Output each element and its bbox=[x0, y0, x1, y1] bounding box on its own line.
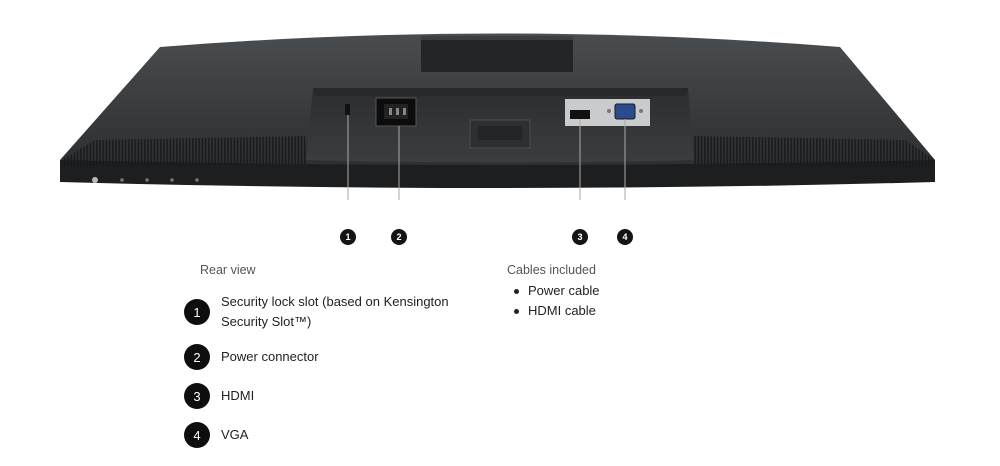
list-item: Power cable bbox=[514, 281, 600, 301]
list-item: HDMI cable bbox=[514, 301, 600, 321]
bullet-icon bbox=[514, 308, 519, 314]
legend-item-vga: 4 VGA bbox=[184, 422, 248, 448]
stand-mount-area bbox=[421, 36, 573, 72]
power-button bbox=[92, 177, 98, 183]
legend-item-power-connector: 2 Power connector bbox=[184, 344, 319, 370]
right-vent bbox=[694, 136, 935, 167]
vga-port bbox=[614, 103, 636, 120]
callout-2: 2 bbox=[391, 229, 407, 245]
legend-label-3: HDMI bbox=[221, 388, 255, 403]
legend-badge-1: 1 bbox=[184, 299, 210, 325]
legend-badge-3: 3 bbox=[184, 383, 210, 409]
security-lock-slot bbox=[345, 104, 350, 115]
hdmi-port bbox=[570, 110, 590, 119]
legend-label-1: Security lock slot (based on Kensington … bbox=[221, 294, 449, 329]
legend-badge-4: 4 bbox=[184, 422, 210, 448]
monitor-bottom-edge bbox=[60, 160, 935, 188]
callout-3: 3 bbox=[572, 229, 588, 245]
cables-list: Power cable HDMI cable bbox=[514, 281, 600, 321]
monitor-rear-illustration bbox=[60, 33, 935, 200]
rear-view-title: Rear view bbox=[200, 263, 256, 277]
bullet-icon bbox=[514, 288, 519, 294]
callout-1: 1 bbox=[340, 229, 356, 245]
cable-hdmi: HDMI cable bbox=[528, 303, 596, 318]
legend-label-4: VGA bbox=[221, 427, 249, 442]
legend-item-security-lock: 1 Security lock slot (based on Kensingto… bbox=[184, 292, 461, 332]
cable-power: Power cable bbox=[528, 283, 600, 298]
left-vent bbox=[62, 136, 306, 166]
legend-badge-2: 2 bbox=[184, 344, 210, 370]
legend-item-hdmi: 3 HDMI bbox=[184, 383, 254, 409]
legend-label-2: Power connector bbox=[221, 349, 319, 364]
cables-included-title: Cables included bbox=[507, 263, 596, 277]
callout-4: 4 bbox=[617, 229, 633, 245]
